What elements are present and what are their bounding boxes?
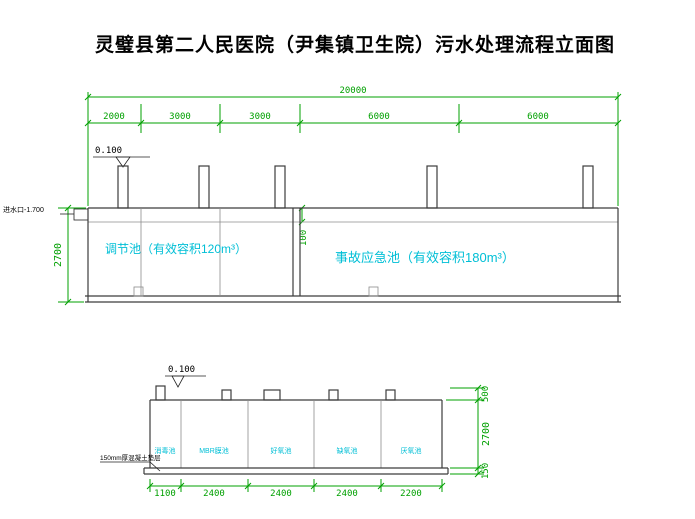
inlet-label: 进水口-1.700 (3, 205, 44, 214)
emergency-tank-label: 事故应急池（有效容积180m³） (335, 250, 515, 265)
upper-elevation-marker: 0.100 (93, 146, 150, 168)
lower-elevation-marker: 0.100 (165, 365, 206, 388)
lower-right-dim-500: 500 (481, 386, 491, 402)
lower-vent-pipe-4 (328, 389, 339, 401)
vent-pipe-4 (426, 165, 438, 209)
compartment-label-2: MBR膜池 (199, 446, 229, 455)
lower-vent-pipe-3 (263, 389, 281, 401)
upper-wall-gap-dim: 100 (299, 230, 309, 246)
lower-bottom-dim-1: 1100 (154, 489, 176, 499)
lower-bottom-dim-4: 2400 (336, 489, 358, 499)
upper-segment-dim-2: 3000 (169, 112, 191, 122)
lower-right-dim-150: 150 (481, 463, 491, 479)
lower-bottom-dim-5: 2200 (400, 489, 422, 499)
vent-pipe-5 (582, 165, 594, 209)
sump-pit-right (368, 286, 379, 297)
slab-note: 150mm厚混凝土垫层 (100, 453, 161, 462)
vent-pipe-1 (117, 165, 129, 209)
lower-vent-pipe-2 (221, 389, 232, 401)
vent-pipe-2 (198, 165, 210, 209)
compartment-label-3: 好氧池 (271, 446, 292, 455)
compartment-label-1: 消毒池 (155, 446, 176, 455)
vent-pipe-3 (274, 165, 286, 209)
elevation-triangle-icon (115, 156, 131, 168)
upper-segment-dim-1: 2000 (103, 112, 125, 122)
upper-elevation-text: 0.100 (95, 146, 122, 156)
lower-vent-pipe-5 (385, 389, 396, 401)
slab-note-group: 150mm厚混凝土垫层 (100, 453, 161, 472)
compartment-label-4: 缺氧池 (337, 446, 358, 455)
sump-pit-left (133, 286, 144, 297)
lower-dimension-lines (146, 384, 484, 492)
upper-height-dim: 2700 (53, 243, 64, 267)
upper-total-dim: 20000 (339, 86, 366, 96)
inlet-pipe-stub (73, 208, 89, 221)
lower-elevation-text: 0.100 (168, 365, 195, 375)
lower-right-dim-2700: 2700 (481, 422, 492, 446)
lower-tank-structure (143, 385, 449, 475)
lower-bottom-dim-2: 2400 (203, 489, 225, 499)
upper-dimension-lines (58, 92, 622, 306)
lower-bottom-dim-3: 2400 (270, 489, 292, 499)
regulating-tank-label: 调节池（有效容积120m³） (105, 241, 247, 256)
upper-segment-dim-4: 6000 (368, 112, 390, 122)
elevation-triangle-icon (171, 375, 185, 388)
lower-vent-pipe-1 (155, 385, 166, 401)
drawing-title: 灵璧县第二人民医院（尹集镇卫生院）污水处理流程立面图 (94, 35, 615, 56)
compartment-label-5: 厌氧池 (401, 446, 422, 455)
inlet-annotation: 进水口-1.700 (3, 205, 89, 221)
upper-segment-dim-3: 3000 (249, 112, 271, 122)
upper-tank-structure (85, 165, 621, 303)
upper-segment-dim-5: 6000 (527, 112, 549, 122)
